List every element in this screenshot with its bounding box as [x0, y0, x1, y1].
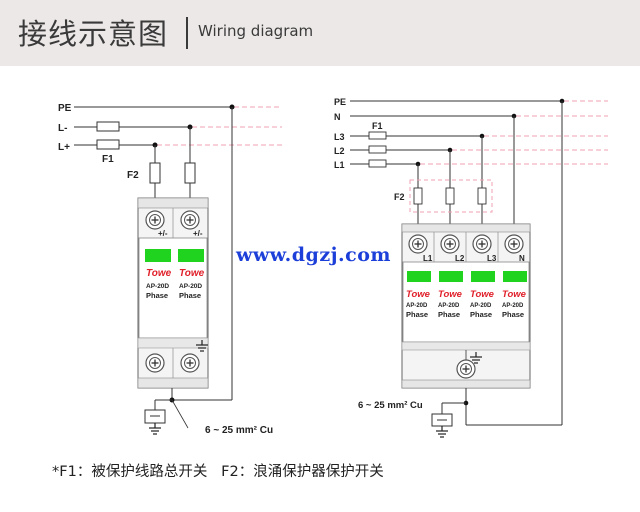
- right-module-4-brand: Towe: [502, 289, 527, 300]
- left-bottom-screw-1: [145, 353, 165, 373]
- right-module-4-phase: Phase: [502, 310, 524, 319]
- header-band: 接线示意图 Wiring diagram: [0, 0, 640, 66]
- left-diagram: PE L- L+ F1 F2 +/-: [58, 103, 282, 436]
- right-top-screw-n: [504, 234, 524, 254]
- right-f1-fuse-l2: [368, 145, 387, 154]
- left-ground-icon: [148, 422, 162, 435]
- left-f1-fuse-top: [96, 121, 120, 132]
- right-module-3-brand: Towe: [470, 289, 495, 300]
- right-module-4-indicator: [503, 271, 527, 282]
- left-line-label-l-minus: L-: [58, 123, 67, 134]
- right-line-label-l1: L1: [334, 160, 345, 170]
- right-module-label-l3: L3: [487, 254, 497, 263]
- right-spd-top-cap: [401, 223, 531, 233]
- right-ground-icon: [435, 425, 449, 438]
- left-f2-fuse-2: [184, 162, 196, 184]
- right-f1-label: F1: [372, 121, 383, 131]
- right-module-2-phase: Phase: [438, 310, 460, 319]
- right-top-screw-l1: [408, 234, 428, 254]
- right-f2-fuse-l1: [413, 187, 423, 205]
- right-f2-group: [409, 179, 493, 213]
- left-f2-label: F2: [127, 170, 139, 181]
- right-module-4-model: AP-20D: [502, 303, 524, 309]
- right-top-screw-l2: [440, 234, 460, 254]
- right-module-label-l2: L2: [455, 254, 465, 263]
- right-f2-fuse-l3: [477, 187, 487, 205]
- left-top-screw-1: [145, 210, 165, 230]
- right-module-3-model: AP-20D: [470, 303, 492, 309]
- right-top-screw-l3: [472, 234, 492, 254]
- left-bottom-screw-2: [180, 353, 200, 373]
- title-divider: [186, 17, 188, 49]
- left-module-1-label: +/-: [158, 229, 168, 238]
- right-diagram: PE N L3 L2 L1 F1 F2: [334, 97, 608, 438]
- left-f1-fuse-bottom: [96, 139, 120, 150]
- left-top-screw-2: [180, 210, 200, 230]
- right-f1-fuse-l3: [368, 131, 387, 140]
- left-f2-fuse-1: [149, 162, 161, 184]
- left-module-1-indicator: [145, 249, 171, 262]
- right-f2-label: F2: [394, 192, 405, 202]
- right-bottom-screw-earth: [456, 359, 476, 379]
- left-cable-leader: [171, 399, 189, 429]
- right-f2-fuse-l2: [445, 187, 455, 205]
- footnote-legend: *F1：被保护线路总开关 F2：浪涌保护器保护开关: [52, 464, 384, 480]
- right-module-1-phase: Phase: [406, 310, 428, 319]
- left-module-2-phase: Phase: [179, 291, 201, 300]
- right-line-label-l3: L3: [334, 132, 345, 142]
- right-line-label-l2: L2: [334, 146, 345, 156]
- page-subtitle: Wiring diagram: [198, 22, 314, 40]
- right-spd-lower-band: [401, 341, 531, 351]
- left-module-2-label: +/-: [193, 229, 203, 238]
- right-module-2-brand: Towe: [438, 289, 463, 300]
- left-line-label-pe: PE: [58, 103, 72, 114]
- left-spd-bottom-cap: [137, 377, 209, 389]
- right-module-1-brand: Towe: [406, 289, 431, 300]
- right-module-3-indicator: [471, 271, 495, 282]
- left-module-1-phase: Phase: [146, 291, 168, 300]
- right-module-3-phase: Phase: [470, 310, 492, 319]
- left-module-1-model: AP-20D: [146, 283, 169, 290]
- left-module-2-indicator: [178, 249, 204, 262]
- left-cable-spec: 6 ~ 25 mm² Cu: [205, 425, 273, 436]
- page-title: 接线示意图: [18, 17, 169, 51]
- right-module-1-model: AP-20D: [406, 303, 428, 309]
- left-spd-lower-band: [137, 337, 209, 349]
- right-module-1-indicator: [407, 271, 431, 282]
- left-f1-label: F1: [102, 154, 114, 165]
- watermark-url: www.dgzj.com: [236, 244, 391, 266]
- right-f1-fuse-l1: [368, 159, 387, 168]
- left-module-1-brand: Towe: [146, 268, 172, 279]
- left-line-label-l-plus: L+: [58, 142, 70, 153]
- left-module-2-model: AP-20D: [179, 283, 202, 290]
- right-line-label-pe: PE: [334, 97, 346, 107]
- right-module-label-n: N: [519, 254, 525, 263]
- right-cable-spec: 6 ~ 25 mm² Cu: [358, 400, 423, 411]
- left-spd-top-cap: [137, 197, 209, 209]
- left-module-2-brand: Towe: [179, 268, 205, 279]
- right-module-2-indicator: [439, 271, 463, 282]
- right-module-label-l1: L1: [423, 254, 433, 263]
- right-module-2-model: AP-20D: [438, 303, 460, 309]
- right-spd-bottom-cap: [401, 379, 531, 389]
- right-line-label-n: N: [334, 112, 341, 122]
